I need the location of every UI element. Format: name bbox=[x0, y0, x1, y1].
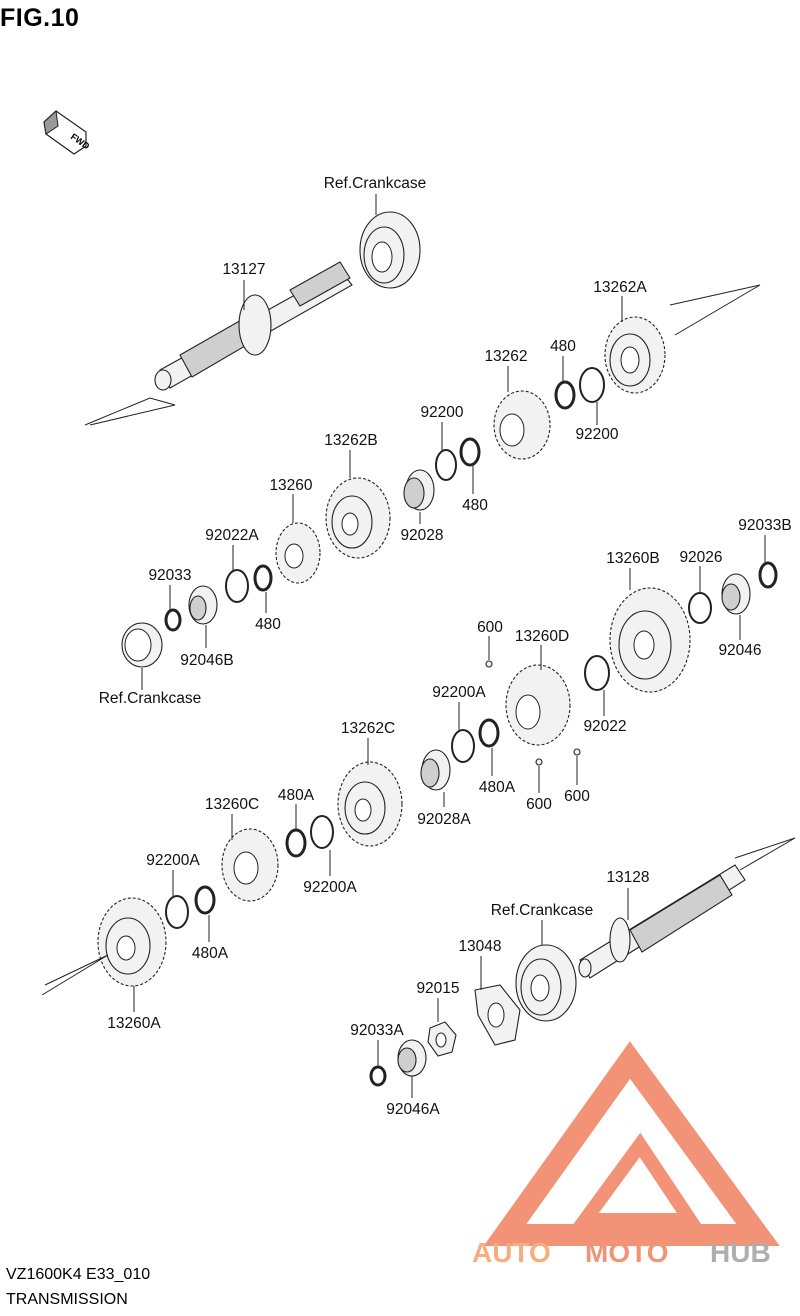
label-480-middle[interactable]: 480 bbox=[462, 497, 488, 514]
ball-600-top[interactable] bbox=[485, 660, 493, 668]
label-13260C[interactable]: 13260C bbox=[205, 796, 259, 813]
washer-92200A-lower-left[interactable] bbox=[165, 895, 189, 929]
label-13128[interactable]: 13128 bbox=[606, 869, 649, 886]
label-92200A-lower-left[interactable]: 92200A bbox=[146, 852, 200, 869]
label-480-lower[interactable]: 480 bbox=[255, 616, 281, 633]
watermark-brand-c: HUB bbox=[710, 1237, 771, 1268]
bearing-92046B[interactable] bbox=[188, 585, 218, 625]
countershaft-13127[interactable] bbox=[154, 261, 353, 391]
label-13127[interactable]: 13127 bbox=[222, 261, 265, 278]
circlip-92033A[interactable] bbox=[369, 1065, 387, 1087]
label-92200-right[interactable]: 92200 bbox=[575, 426, 618, 443]
label-92046[interactable]: 92046 bbox=[718, 642, 761, 659]
label-92015[interactable]: 92015 bbox=[416, 980, 459, 997]
gear-13260A[interactable] bbox=[97, 897, 167, 987]
washer-92200A-middle[interactable] bbox=[451, 729, 475, 763]
cam-13048[interactable] bbox=[474, 984, 521, 1046]
label-13260B[interactable]: 13260B bbox=[606, 550, 659, 567]
label-92200-left[interactable]: 92200 bbox=[420, 404, 463, 421]
label-92046B[interactable]: 92046B bbox=[180, 652, 233, 669]
ball-600-left[interactable] bbox=[535, 758, 543, 766]
nut-92015[interactable] bbox=[427, 1021, 457, 1057]
label-92200A-middle[interactable]: 92200A bbox=[432, 684, 486, 701]
label-92022[interactable]: 92022 bbox=[583, 718, 626, 735]
label-13262[interactable]: 13262 bbox=[484, 348, 527, 365]
label-480-upper[interactable]: 480 bbox=[550, 338, 576, 355]
gear-13260[interactable] bbox=[275, 522, 321, 584]
washer-92022A[interactable] bbox=[225, 569, 249, 603]
circlip-92033[interactable] bbox=[164, 608, 182, 632]
gear-13260C[interactable] bbox=[221, 828, 279, 902]
section-name: TRANSMISSION bbox=[6, 1291, 128, 1308]
label-13262C[interactable]: 13262C bbox=[341, 720, 395, 737]
washer-92200A-lower-right[interactable] bbox=[310, 815, 334, 849]
ball-600-right[interactable] bbox=[573, 748, 581, 756]
circlip-480A-lower[interactable] bbox=[194, 885, 216, 915]
label-92033[interactable]: 92033 bbox=[148, 567, 191, 584]
label-92033A[interactable]: 92033A bbox=[350, 1022, 404, 1039]
driveshaft-13128[interactable] bbox=[578, 864, 746, 979]
circlip-480-upper[interactable] bbox=[554, 380, 576, 410]
gear-13260B[interactable] bbox=[609, 587, 691, 693]
gear-13262C[interactable] bbox=[337, 761, 403, 847]
label-92200A-lower-right[interactable]: 92200A bbox=[303, 879, 357, 896]
needle-bearing-92028[interactable] bbox=[403, 469, 435, 511]
circlip-92033B[interactable] bbox=[758, 561, 778, 589]
circlip-480A-upper[interactable] bbox=[478, 718, 500, 748]
label-480A-lower[interactable]: 480A bbox=[192, 945, 229, 962]
watermark-brand-a: AUTO bbox=[472, 1237, 551, 1268]
bearing-ref-crankcase-top[interactable] bbox=[359, 211, 421, 289]
fwd-arrow-icon: FWD bbox=[43, 109, 92, 155]
label-ref-crankcase-left[interactable]: Ref.Crankcase bbox=[99, 690, 202, 707]
gear-13262B[interactable] bbox=[325, 477, 391, 559]
part-labels: Ref.Crankcase 13127 13262A 13262 480 922… bbox=[99, 175, 792, 1118]
label-92022A[interactable]: 92022A bbox=[205, 527, 259, 544]
label-13262B[interactable]: 13262B bbox=[324, 432, 377, 449]
label-92028[interactable]: 92028 bbox=[400, 527, 443, 544]
bearing-92046[interactable] bbox=[721, 573, 751, 615]
model-code: VZ1600K4 E33_010 bbox=[6, 1266, 151, 1283]
circlip-480-middle[interactable] bbox=[459, 437, 481, 467]
circlip-480A-middle[interactable] bbox=[285, 828, 307, 858]
label-480A-right[interactable]: 480A bbox=[479, 779, 516, 796]
label-13260D[interactable]: 13260D bbox=[515, 628, 569, 645]
bearing-92046A[interactable] bbox=[397, 1039, 427, 1077]
label-92026[interactable]: 92026 bbox=[679, 549, 722, 566]
label-600-left[interactable]: 600 bbox=[526, 796, 552, 813]
watermark-logo: AUTO MOTO HUB bbox=[472, 1041, 780, 1268]
label-92028A[interactable]: 92028A bbox=[417, 811, 471, 828]
leader-lines bbox=[133, 194, 766, 1098]
label-600-top[interactable]: 600 bbox=[477, 619, 503, 636]
label-ref-crankcase-top[interactable]: Ref.Crankcase bbox=[324, 175, 427, 192]
label-92033B[interactable]: 92033B bbox=[738, 517, 791, 534]
gear-13260D[interactable] bbox=[505, 664, 571, 746]
bearing-ref-crankcase-left[interactable] bbox=[121, 622, 163, 668]
needle-bearing-92028A[interactable] bbox=[420, 749, 451, 791]
label-92046A[interactable]: 92046A bbox=[386, 1101, 440, 1118]
label-13260A[interactable]: 13260A bbox=[107, 1015, 161, 1032]
label-480A-middle[interactable]: 480A bbox=[278, 787, 315, 804]
circlip-480-lower[interactable] bbox=[253, 564, 273, 592]
washer-92026[interactable] bbox=[688, 592, 712, 624]
washer-92200-upper-right[interactable] bbox=[579, 367, 605, 403]
washer-92200-upper-left[interactable] bbox=[435, 449, 457, 481]
bearing-ref-crankcase-bottom[interactable] bbox=[515, 944, 577, 1022]
label-13262A[interactable]: 13262A bbox=[593, 279, 647, 296]
label-13048[interactable]: 13048 bbox=[458, 938, 501, 955]
gear-13262A[interactable] bbox=[604, 316, 666, 394]
label-ref-crankcase-bottom[interactable]: Ref.Crankcase bbox=[491, 902, 594, 919]
gear-13262[interactable] bbox=[493, 390, 551, 460]
label-600-right[interactable]: 600 bbox=[564, 788, 590, 805]
label-13260[interactable]: 13260 bbox=[269, 477, 312, 494]
watermark-brand-b: MOTO bbox=[585, 1237, 668, 1268]
washer-92022[interactable] bbox=[584, 655, 610, 691]
figure-title: FIG.10 bbox=[0, 4, 80, 32]
